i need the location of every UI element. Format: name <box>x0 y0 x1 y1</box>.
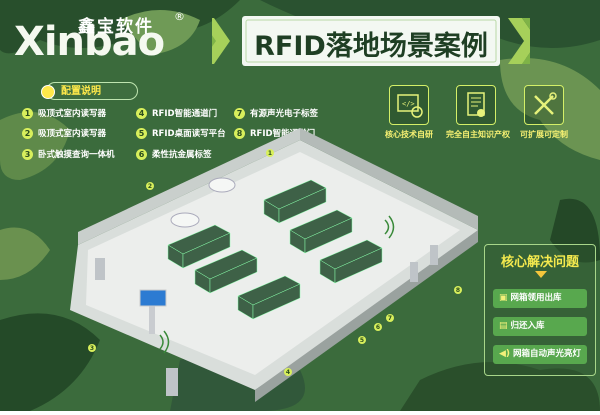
legend-item: 2 吸顶式室内读写器 <box>22 127 106 139</box>
legend-item: 4 RFID智能通道门 <box>136 107 217 119</box>
legend-label: 卧式触摸查询一体机 <box>38 150 115 160</box>
legend-label: RFID智能通道门 <box>250 129 316 139</box>
feature-ip: 完全自主知识产权 <box>446 85 510 140</box>
page-title: RFID落地场景案例 <box>254 31 488 62</box>
feature-core-tech: </> 核心技术自研 <box>379 85 439 140</box>
svg-text:6: 6 <box>376 324 380 331</box>
logo-chinese-name: 鑫宝软件 <box>78 17 154 37</box>
solution-item: ▤归还入库 <box>493 317 587 336</box>
svg-text:3: 3 <box>90 345 94 352</box>
legend-number: 8 <box>234 128 245 139</box>
banner-shape <box>212 16 530 66</box>
arrow-down-icon <box>535 271 547 278</box>
legend-label: 有源声光电子标签 <box>250 109 319 119</box>
legend-item: 8 RFID智能通道门 <box>234 127 315 139</box>
legend-number: 7 <box>234 108 245 119</box>
feature-label: 可扩展可定制 <box>520 130 568 139</box>
code-settings-icon: </> <box>389 85 429 125</box>
legend-item: 5 RFID桌面读写平台 <box>136 127 226 139</box>
legend-item: 6 柔性抗金属标签 <box>136 148 212 160</box>
feature-label: 完全自主知识产权 <box>446 130 510 139</box>
card-icon: ▤ <box>499 321 508 331</box>
svg-text:5: 5 <box>360 337 364 344</box>
config-heading-label: 配置说明 <box>61 86 101 97</box>
solution-label: 归还入库 <box>510 321 545 331</box>
sound-icon: ◀) <box>499 349 511 359</box>
registered-mark: ® <box>174 10 185 23</box>
legend-number: 3 <box>22 149 33 160</box>
legend-label: RFID智能通道门 <box>152 109 218 119</box>
brand-logo: Xinbao 鑫宝软件 ® <box>14 6 185 68</box>
legend-number: 2 <box>22 128 33 139</box>
legend-label: 吸顶式室内读写器 <box>38 129 107 139</box>
solution-label: 网箱领用出库 <box>510 293 562 303</box>
legend-number: 6 <box>136 149 147 160</box>
legend-number: 4 <box>136 108 147 119</box>
svg-text:8: 8 <box>456 287 460 294</box>
solution-item: ◀)网箱自动声光亮灯 <box>493 345 587 364</box>
legend-number: 1 <box>22 108 33 119</box>
tools-icon <box>524 85 564 125</box>
feature-extensible: 可扩展可定制 <box>514 85 574 140</box>
heading-dot-icon <box>41 85 55 99</box>
warehouse-scene: 1 2 3 4 5 6 7 8 <box>0 120 600 411</box>
solutions-title: 核心解决问题 <box>500 255 579 270</box>
legend-item: 7 有源声光电子标签 <box>234 107 318 119</box>
svg-text:7: 7 <box>388 315 392 322</box>
document-certificate-icon <box>456 85 496 125</box>
svg-text:2: 2 <box>148 183 152 190</box>
legend-label: RFID桌面读写平台 <box>152 129 226 139</box>
solution-item: ▣网箱领用出库 <box>493 289 587 308</box>
svg-text:1: 1 <box>268 150 272 157</box>
core-solutions-panel: 核心解决问题 ▣网箱领用出库 ▤归还入库 ◀)网箱自动声光亮灯 <box>484 244 596 376</box>
legend-number: 5 <box>136 128 147 139</box>
svg-text:</>: </> <box>402 100 415 108</box>
title-banner: RFID落地场景案例 <box>212 14 530 68</box>
legend-label: 吸顶式室内读写器 <box>38 109 107 119</box>
warehouse-illustration: 1 2 3 4 5 6 7 8 <box>70 128 478 402</box>
legend-item: 3 卧式触摸查询一体机 <box>22 148 115 160</box>
legend-label: 柔性抗金属标签 <box>152 150 212 160</box>
feature-label: 核心技术自研 <box>385 130 433 139</box>
logo-wordmark: Xinbao <box>14 19 165 65</box>
config-heading: 配置说明 <box>41 82 138 100</box>
svg-text:4: 4 <box>286 369 290 376</box>
box-icon: ▣ <box>499 293 508 303</box>
legend-item: 1 吸顶式室内读写器 <box>22 107 106 119</box>
solution-label: 网箱自动声光亮灯 <box>513 349 582 359</box>
